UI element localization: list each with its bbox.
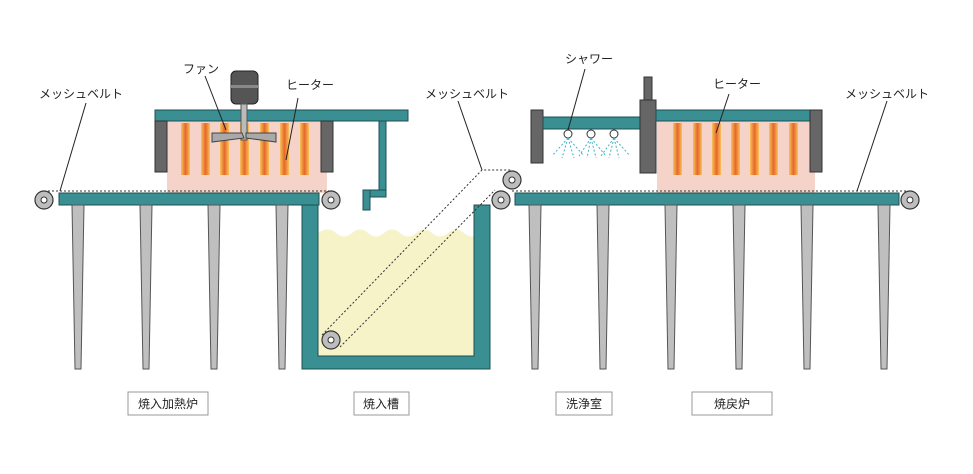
conveyor-right [514,192,900,206]
caption-quench-tank: 焼入槽 [353,391,410,416]
shower-header-pipe [542,116,641,130]
caption-washing-room: 洗浄室 [555,391,613,416]
furnace-roof-left [154,109,409,122]
furnace-wall-right [320,120,334,173]
furnace-roof-right [655,109,822,122]
roller-left-start [34,190,54,210]
conveyor-right-legs [528,204,891,370]
roller-left-end [321,190,341,210]
label-mesh-belt-right: メッシュベルト [845,87,929,101]
leader-lines [59,68,888,192]
svg-text:焼入加熱炉: 焼入加熱炉 [138,397,198,411]
quench-tank [301,169,522,370]
quench-liquid [318,229,474,356]
label-shower: シャワー [565,52,613,66]
svg-text:焼戻炉: 焼戻炉 [714,397,750,411]
drain-pipe [362,120,387,211]
roller-right-start [491,190,511,210]
tank-wall [301,204,491,370]
furnace-wall-left [154,120,168,173]
roller-tank-bottom [321,330,341,350]
label-mesh-belt-left: メッシュベルト [39,87,123,101]
washing-wall-left [530,109,544,164]
caption-tempering-furnace: 焼戻炉 [691,391,773,416]
fan-icon [211,70,277,143]
quench-heating-furnace [34,70,409,370]
roller-right-end [900,190,920,210]
conveyor-left-legs [71,204,289,370]
conveyor-left [58,192,320,206]
shower-nozzles [551,129,631,159]
svg-text:焼入槽: 焼入槽 [363,397,399,411]
tempering-furnace [639,76,823,193]
label-mesh-belt-middle: メッシュベルト [425,87,509,101]
conveyor-right-assembly [491,190,920,370]
svg-text:洗浄室: 洗浄室 [566,396,602,411]
partition-post [643,76,653,103]
heater-rods-right [673,123,798,175]
heater-rods-left [181,123,309,175]
label-heater-left: ヒーター [286,78,334,92]
partition-wall [639,99,657,174]
roller-tank-top [502,170,522,190]
label-fan: ファン [183,62,219,76]
label-heater-right: ヒーター [713,77,761,91]
furnace-wall-right-end [809,109,823,173]
mesh-belt-incline-lower [339,189,496,348]
caption-preheat-furnace: 焼入加熱炉 [127,391,209,416]
washing-room [530,109,641,164]
